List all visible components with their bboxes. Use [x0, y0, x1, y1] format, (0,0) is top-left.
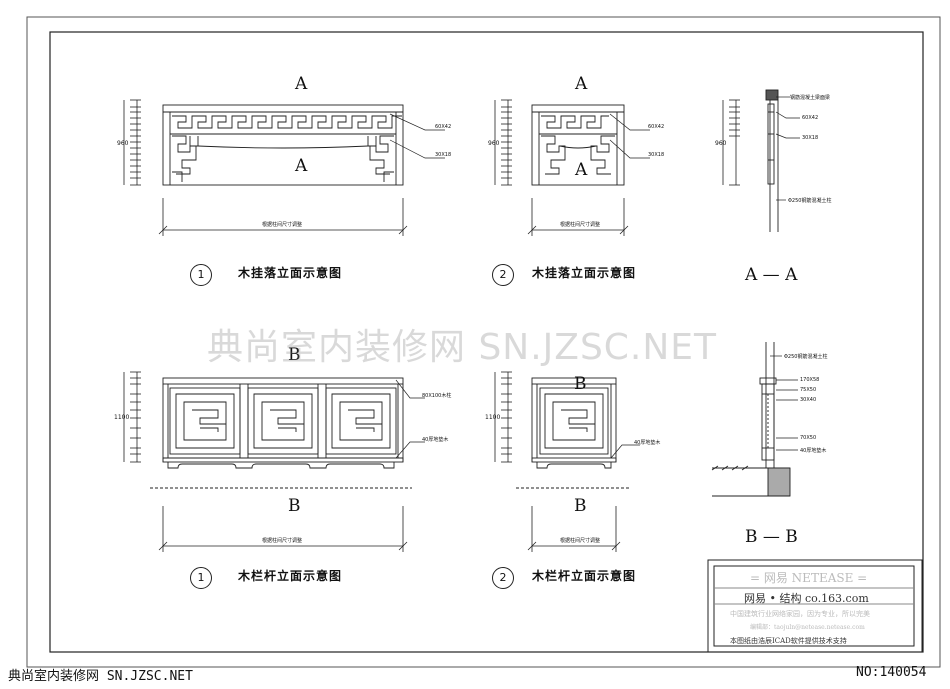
- hanging-2-leaders: [609, 113, 650, 159]
- callout-aa-column: Φ250钢筋混凝土柱: [788, 198, 832, 204]
- callout-r1-sill: 40厚地垫木: [422, 437, 449, 443]
- section-mark-b-top-1: B: [288, 345, 301, 365]
- callout-h2-60x42: 60X42: [648, 124, 665, 130]
- section-mark-b-bottom-2: B: [574, 496, 587, 516]
- callout-r2-sill: 40厚地垫木: [634, 440, 661, 446]
- dim-note-hanging-1: 根据柱间尺寸调整: [262, 222, 303, 228]
- railing-1-bottom-dimension: [158, 506, 408, 552]
- section-mark-a-top-1: A: [295, 74, 308, 94]
- section-mark-a-top-2: A: [575, 74, 588, 94]
- height-section-aa: 960: [715, 140, 727, 147]
- dim-note-hanging-2: 根据柱间尺寸调整: [560, 222, 601, 228]
- drawing-number-3: 1: [190, 567, 212, 589]
- hanging-2-bottom-dimension: [527, 198, 629, 236]
- callout-bb-75x50: 75X50: [800, 387, 817, 393]
- section-aa-leaders: [775, 96, 800, 201]
- height-railing-1: 1100: [114, 414, 130, 421]
- hanging-1-bottom-dimension: [158, 198, 408, 236]
- callout-r1-post: 80X100木柱: [422, 393, 452, 399]
- section-bb: [711, 342, 791, 497]
- inner-border: [49, 31, 924, 653]
- title-block-editor: 编辑部：taojuln@netease.netease.com: [750, 624, 865, 631]
- section-aa-dimension: [722, 99, 740, 186]
- section-mark-b-bottom-1: B: [288, 496, 301, 516]
- railing-elevation-1: [150, 377, 412, 489]
- drawing-number-4: 2: [492, 567, 514, 589]
- drawing-number-1: 1: [190, 264, 212, 286]
- callout-bb-170x58: 170X58: [800, 377, 820, 383]
- callout-aa-30x18: 30X18: [802, 135, 819, 141]
- footer-number: NO:140054: [856, 665, 927, 680]
- callout-h2-30x18: 30X18: [648, 152, 665, 158]
- title-block: [707, 559, 923, 653]
- drawing-title-railing-2: 木栏杆立面示意图: [532, 569, 637, 583]
- hanging-1-leaders: [389, 113, 445, 159]
- drawing-title-hanging-2: 木挂落立面示意图: [532, 266, 637, 280]
- hanging-elevation-1: [162, 104, 404, 186]
- drawing-number-2: 2: [492, 264, 514, 286]
- dim-note-railing-1: 根据柱间尺寸调整: [262, 538, 303, 544]
- hanging-1-left-dimension: [123, 99, 141, 186]
- drawing-title-hanging-1: 木挂落立面示意图: [238, 266, 343, 280]
- railing-2-left-dimension: [494, 371, 512, 463]
- callout-h1-30x18: 30X18: [435, 152, 452, 158]
- callout-bb-column: Φ250钢筋混凝土柱: [784, 354, 828, 360]
- hanging-elevation-2: [531, 104, 625, 186]
- section-aa: [765, 89, 779, 232]
- section-mark-b-top-2: B: [574, 374, 587, 394]
- section-label-aa: A — A: [745, 265, 798, 285]
- railing-1-leaders: [395, 379, 425, 459]
- title-block-brand: = 网易 NETEASE =: [750, 571, 868, 585]
- section-label-bb: B — B: [745, 527, 798, 547]
- dim-note-railing-2: 根据柱间尺寸调整: [560, 538, 601, 544]
- callout-bb-70x50: 70X50: [800, 435, 817, 441]
- height-railing-2: 1100: [485, 414, 501, 421]
- railing-1-left-dimension: [123, 371, 141, 463]
- railing-elevation-2: [516, 377, 630, 489]
- callout-aa-beam: 钢筋混凝土梁面梁: [790, 95, 831, 101]
- title-block-slogan: 中国建筑行业网络家园，因为专业，所以完美: [730, 610, 870, 618]
- section-mark-a-bottom-2: A: [575, 160, 588, 180]
- callout-bb-sill: 40厚地垫木: [800, 448, 827, 454]
- watermark: 典尚室内装修网 SN.JZSC.NET: [207, 327, 718, 368]
- callout-h1-60x42: 60X42: [435, 124, 452, 130]
- title-block-site: 网易 • 结构 co.163.com: [744, 592, 869, 605]
- title-block-software: 本图纸由浩辰ICAD软件提供技术支持: [730, 637, 847, 645]
- section-bb-leaders: [770, 355, 798, 451]
- railing-2-bottom-dimension: [527, 506, 621, 552]
- hanging-2-left-dimension: [494, 99, 512, 186]
- section-mark-a-bottom-1: A: [295, 156, 308, 176]
- height-hanging-2: 960: [488, 140, 500, 147]
- drawing-title-railing-1: 木栏杆立面示意图: [238, 569, 343, 583]
- height-hanging-1: 960: [117, 140, 129, 147]
- outer-border: [26, 16, 941, 668]
- footer-site-label: 典尚室内装修网 SN.JZSC.NET: [8, 669, 193, 684]
- callout-bb-30x40: 30X40: [800, 397, 817, 403]
- railing-2-leaders: [610, 444, 640, 459]
- callout-aa-60x42: 60X42: [802, 115, 819, 121]
